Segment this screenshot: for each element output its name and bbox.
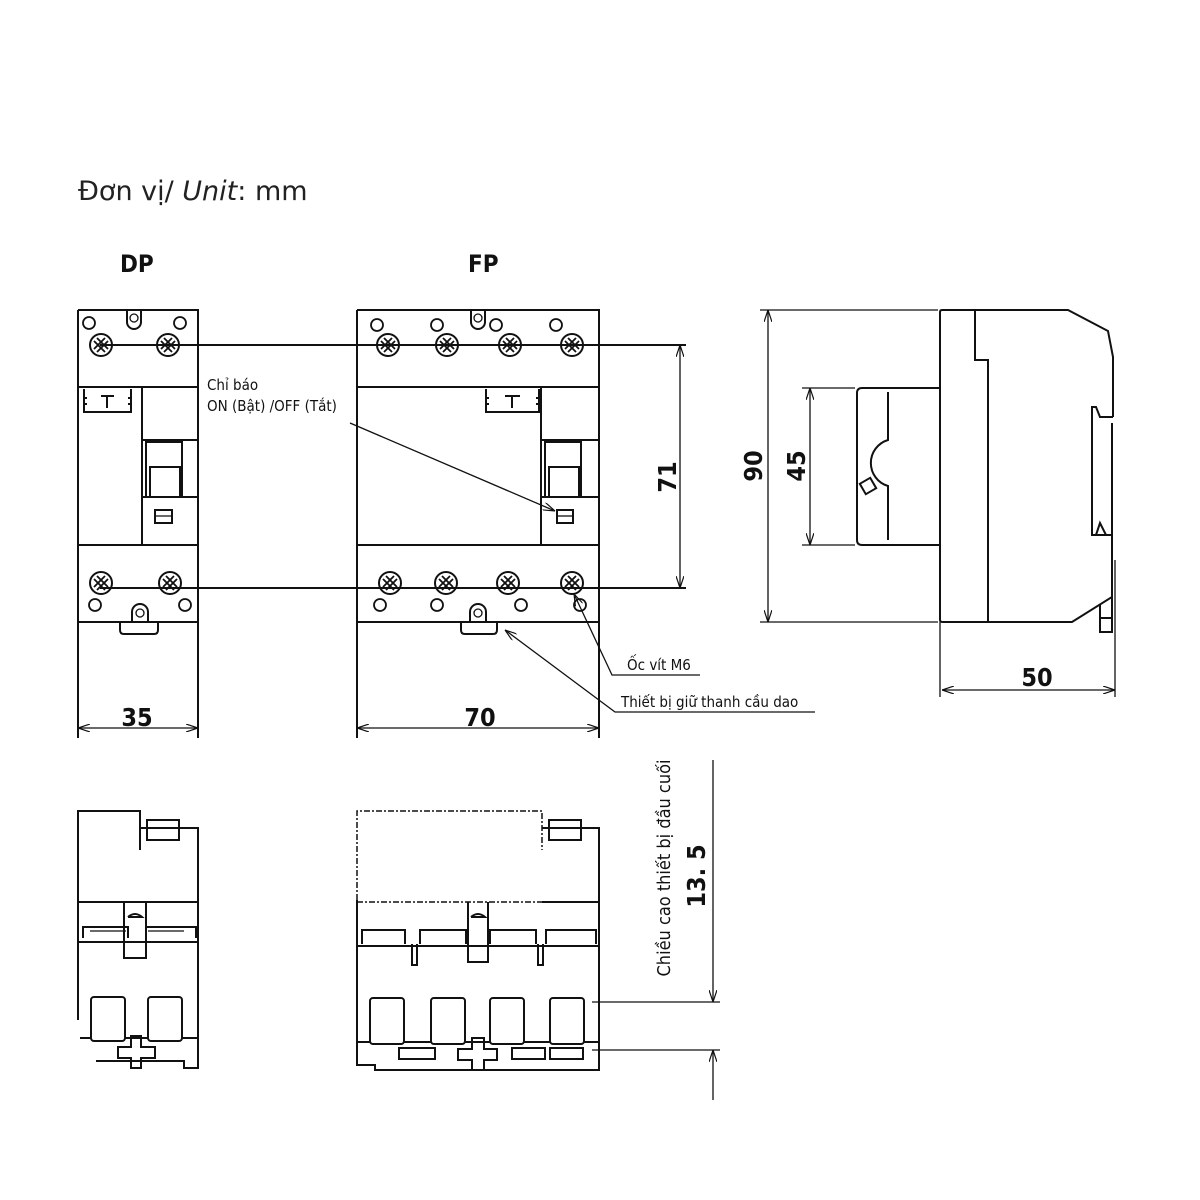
terminal-height-dimension: 13. 5	[682, 844, 711, 907]
screw-spacing-dimension: 71	[653, 461, 682, 492]
rail-clip	[117, 1035, 156, 1069]
indicator-callout-line1: Chỉ báo	[207, 376, 258, 394]
screw-icon	[89, 571, 113, 595]
dp-width-dimension: 35	[121, 703, 152, 732]
screw-callout: Ốc vít M6	[627, 653, 691, 674]
screw-icon	[496, 571, 520, 595]
dp-front-view: T	[77, 309, 199, 738]
screw-icon	[434, 571, 458, 595]
screw-icon	[158, 571, 182, 595]
toggle-lever	[544, 441, 582, 498]
terminal-block	[549, 997, 585, 1045]
fp-title: FP	[468, 250, 499, 278]
screw-icon	[378, 571, 402, 595]
fp-front-view	[356, 309, 600, 738]
terminal-block	[430, 997, 466, 1045]
fp-bottom-view	[356, 810, 600, 1071]
side-view	[760, 309, 1116, 697]
svg-text:T: T	[106, 407, 107, 409]
terminal-block	[90, 996, 126, 1042]
rail-holder-callout: Thiết bị giữ thanh cầu dao	[620, 693, 798, 711]
terminal-block	[489, 997, 525, 1045]
rail-clip	[457, 1037, 498, 1071]
dp-bottom-view	[77, 810, 199, 1069]
terminal-block	[147, 996, 183, 1042]
handle-height-dimension: 45	[782, 450, 811, 481]
fp-width-dimension: 70	[464, 703, 495, 732]
indicator-callout-line2: ON (Bật) /OFF (Tắt)	[207, 397, 337, 415]
depth-dimension: 50	[1021, 663, 1052, 692]
toggle-lever	[145, 441, 183, 498]
unit-label: Đơn vị/ Unit: mm	[78, 176, 308, 207]
dp-title: DP	[120, 250, 154, 278]
terminal-height-label: Chiều cao thiết bị đầu cuối	[654, 759, 675, 976]
terminal-block	[369, 997, 405, 1045]
screw-icon	[560, 571, 584, 595]
height-dimension: 90	[739, 450, 768, 481]
